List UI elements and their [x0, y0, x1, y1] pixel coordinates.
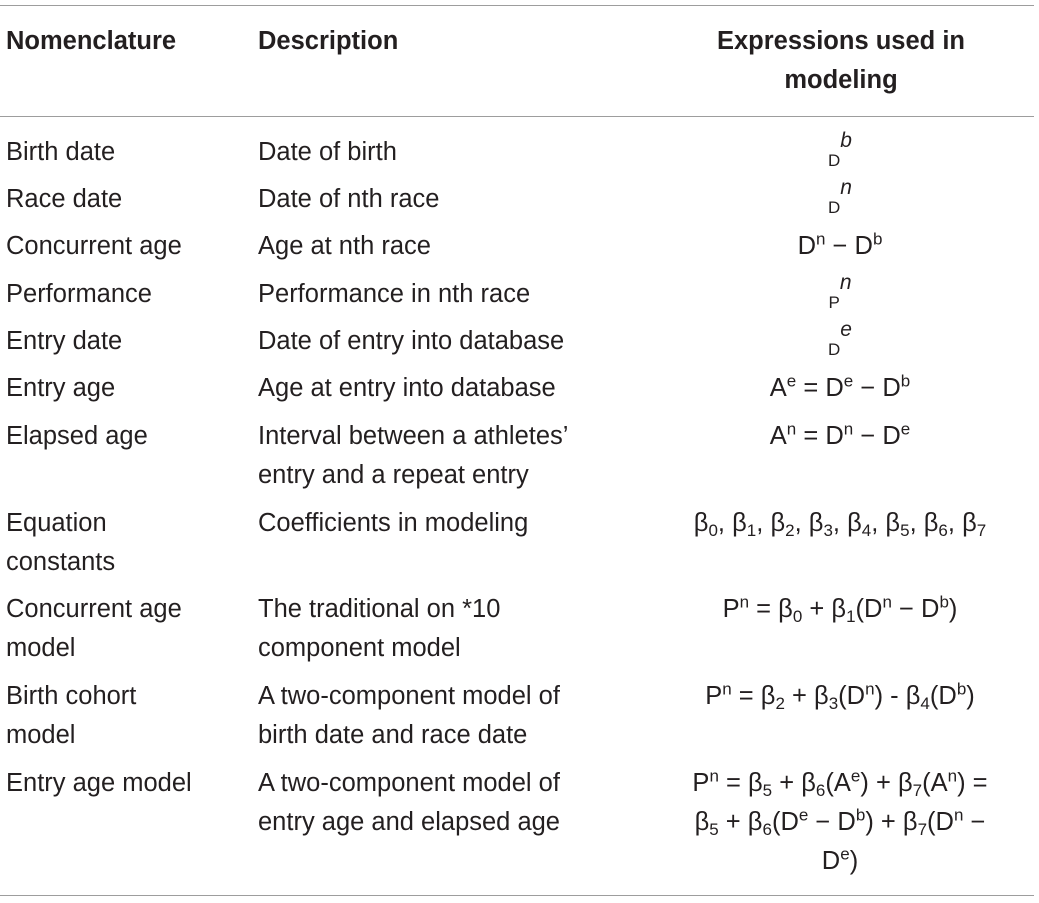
row-7-description-line2: entry and a repeat entry	[258, 461, 529, 489]
row-11-expression-line1: Pn = β5 + β6(Ae) + β7(An) =	[692, 766, 988, 800]
header-rule	[0, 116, 1034, 117]
row-9-description-line2: component model	[258, 634, 461, 662]
top-rule	[0, 5, 1034, 6]
bottom-rule	[0, 895, 1034, 896]
row-4-description: Performance in nth race	[258, 280, 531, 308]
row-8-nomenclature-line1: Equation	[6, 509, 107, 537]
row-3-description: Age at nth race	[258, 232, 431, 260]
row-6-description: Age at entry into database	[258, 374, 556, 402]
row-1-expression: Db	[828, 129, 852, 170]
row-3-nomenclature: Concurrent age	[6, 232, 182, 260]
row-9-nomenclature-line1: Concurrent age	[6, 595, 182, 623]
row-10-expression: Pn = β2 + β3(Dn) - β4(Db)	[705, 679, 975, 713]
row-3-expression: Dn − Db	[797, 229, 883, 260]
row-5-expression: De	[828, 318, 852, 359]
row-11-expression-line3: De)	[821, 844, 859, 875]
row-10-description-line2: birth date and race date	[258, 721, 528, 749]
row-10-nomenclature-line2: model	[6, 721, 76, 749]
row-4-expression: Pn	[828, 271, 852, 312]
row-5-nomenclature: Entry date	[6, 327, 123, 355]
row-10-nomenclature-line1: Birth cohort	[6, 682, 137, 710]
row-1-description: Date of birth	[258, 138, 397, 166]
header-nomenclature: Nomenclature	[6, 27, 177, 55]
row-2-nomenclature: Race date	[6, 185, 123, 213]
header-expressions-line1: Expressions used in	[716, 27, 965, 55]
header-expressions-line2: modeling	[784, 66, 898, 94]
row-9-nomenclature-line2: model	[6, 634, 76, 662]
row-6-expression: Ae = De − Db	[769, 371, 911, 402]
row-1-nomenclature: Birth date	[6, 138, 116, 166]
row-6-nomenclature: Entry age	[6, 374, 116, 402]
row-11-nomenclature: Entry age model	[6, 769, 192, 797]
row-7-description-line1: Interval between a athletes’	[258, 422, 569, 450]
row-9-description-line1: The traditional on *10	[258, 595, 501, 623]
row-5-description: Date of entry into database	[258, 327, 565, 355]
row-8-description: Coefficients in modeling	[258, 509, 529, 537]
header-description: Description	[258, 27, 399, 55]
row-9-expression: Pn = β0 + β1(Dn − Db)	[722, 592, 958, 626]
row-8-expression: β0, β1, β2, β3, β4, β5, β6, β7	[693, 509, 987, 540]
row-10-description-line1: A two-component model of	[258, 682, 560, 710]
row-7-expression: An = Dn − De	[769, 419, 911, 450]
row-7-nomenclature: Elapsed age	[6, 422, 148, 450]
row-11-expression-line2: β5 + β6(De − Db) + β7(Dn −	[694, 805, 986, 839]
row-4-nomenclature: Performance	[6, 280, 152, 308]
row-2-expression: Dn	[828, 176, 852, 217]
row-8-nomenclature-line2: constants	[6, 548, 116, 576]
row-2-description: Date of nth race	[258, 185, 440, 213]
row-11-description-line1: A two-component model of	[258, 769, 560, 797]
row-11-description-line2: entry age and elapsed age	[258, 808, 560, 836]
